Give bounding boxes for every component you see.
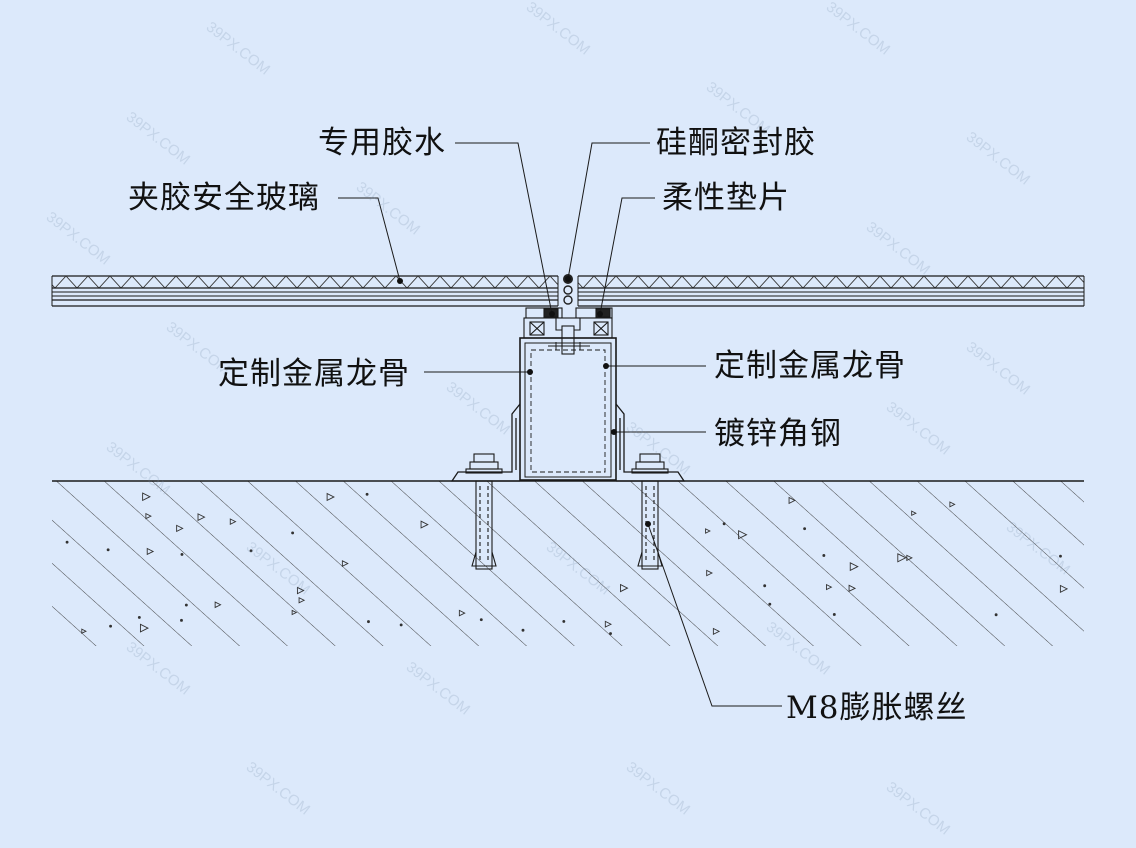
aggregate-dot: [479, 618, 483, 622]
aggregate-triangle: [738, 529, 748, 540]
aggregate-dot: [562, 619, 566, 623]
m8-expansion-bolt-left: [465, 453, 503, 570]
aggregate-triangle: [296, 586, 305, 595]
aggregate-dot: [399, 623, 403, 627]
label-metal-keel-right: 定制金属龙骨: [714, 348, 906, 384]
label-expansion-bolt: M8膨胀螺丝: [786, 690, 968, 726]
aggregate-triangle: [788, 496, 796, 505]
aggregate-triangle: [1059, 584, 1069, 593]
aggregate-dot: [367, 620, 370, 624]
aggregate-triangle: [848, 584, 857, 593]
aggregate-dot: [768, 602, 772, 606]
label-galvanized-angle: 镀锌角钢: [714, 416, 842, 452]
aggregate-dot: [109, 624, 113, 628]
aggregate-dot: [106, 548, 110, 552]
aggregate-triangle: [705, 528, 711, 534]
aggregate-triangle: [906, 554, 913, 562]
aggregate-triangle: [849, 562, 859, 572]
aggregate-dot: [291, 531, 295, 535]
aggregate-triangle: [949, 501, 956, 508]
aggregate-triangle: [620, 583, 629, 593]
aggregate-dot: [184, 603, 188, 607]
custom-metal-keel: [519, 337, 617, 481]
concrete-aggregate: [65, 492, 1069, 635]
aggregate-dot: [521, 628, 525, 632]
aggregate-dot: [832, 613, 836, 616]
aggregate-triangle: [139, 623, 149, 633]
aggregate-triangle: [326, 492, 335, 502]
aggregate-dot: [1059, 554, 1062, 558]
aggregate-triangle: [911, 510, 917, 517]
leader-lines: [338, 142, 782, 707]
leader-dots: [397, 276, 651, 527]
aggregate-triangle: [176, 524, 184, 533]
label-metal-keel-left: 定制金属龙骨: [218, 356, 410, 392]
aggregate-dot: [722, 522, 726, 526]
aggregate-dot: [180, 552, 184, 556]
galvanized-angle-steel: [450, 403, 686, 482]
aggregate-triangle: [229, 518, 237, 526]
aggregate-triangle: [420, 520, 429, 529]
flexible-gaskets: [523, 307, 613, 355]
aggregate-triangle: [291, 609, 298, 616]
label-silicone-sealant: 硅酮密封胶: [656, 125, 816, 161]
aggregate-triangle: [712, 627, 721, 635]
aggregate-triangle: [458, 609, 466, 617]
aggregate-triangle: [146, 547, 155, 556]
label-laminated-glass: 夹胶安全玻璃: [128, 180, 320, 216]
aggregate-triangle: [142, 492, 151, 502]
aggregate-dot: [365, 492, 369, 496]
aggregate-dot: [180, 618, 183, 622]
aggregate-dot: [249, 549, 253, 553]
aggregate-triangle: [298, 597, 306, 604]
aggregate-triangle: [706, 569, 713, 577]
label-flexible-gasket: 柔性垫片: [662, 180, 790, 216]
aggregate-dot: [763, 584, 767, 588]
aggregate-triangle: [604, 620, 613, 628]
aggregate-triangle: [197, 513, 206, 522]
aggregate-triangle: [145, 512, 152, 520]
aggregate-triangle: [826, 583, 833, 591]
aggregate-dot: [822, 554, 826, 557]
aggregate-dot: [803, 527, 807, 531]
aggregate-dot: [994, 613, 998, 617]
concrete-slab: [52, 480, 1084, 646]
aggregate-triangle: [897, 553, 907, 563]
aggregate-dot: [65, 540, 69, 544]
aggregate-triangle: [214, 601, 222, 609]
aggregate-dot: [609, 632, 612, 635]
aggregate-triangle: [341, 560, 349, 567]
label-glue: 专用胶水: [318, 125, 446, 161]
aggregate-dot: [137, 615, 141, 619]
aggregate-triangle: [81, 628, 87, 634]
laminated-glass-panel: [51, 274, 1085, 308]
